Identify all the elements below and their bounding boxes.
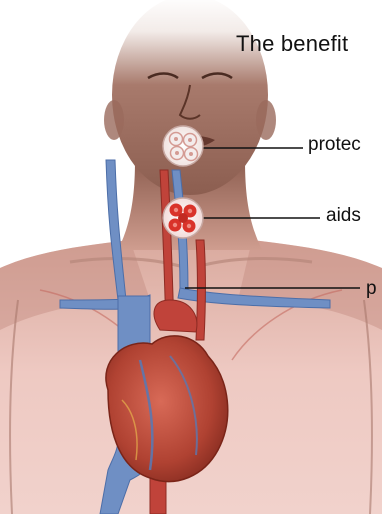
diagram-title: The benefit [236, 31, 348, 57]
red-blood-cells-icon [163, 198, 203, 238]
callout-label-1: protec [308, 134, 361, 156]
callout-label-3: p [366, 278, 377, 300]
callout-label-2: aids [326, 205, 361, 227]
head [112, 0, 268, 195]
white-blood-cells-icon [163, 126, 203, 166]
